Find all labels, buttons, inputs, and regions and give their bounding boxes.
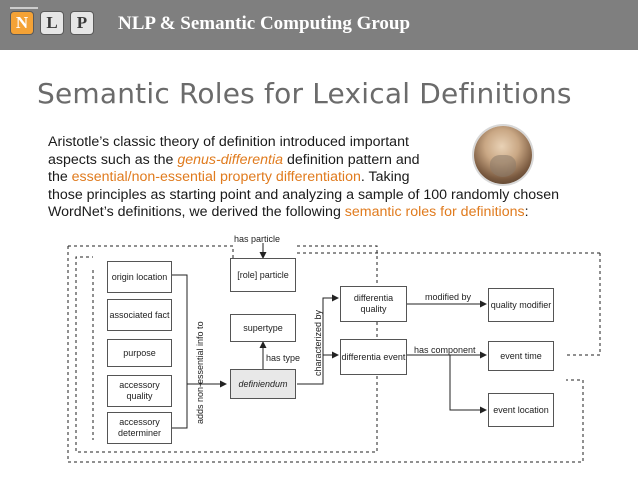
node-origin-location: origin location xyxy=(107,261,172,293)
left-group-bus xyxy=(172,274,188,429)
arrow-to-diff-quality xyxy=(297,294,339,385)
body-text-fragment: the xyxy=(48,169,72,186)
body-line-3: the essential/non-essential property dif… xyxy=(48,169,608,187)
body-text-fragment: aspects such as the xyxy=(48,151,178,168)
edge-label-has-particle: has particle xyxy=(234,234,281,244)
highlight-property-differentiation: essential/non-essential property differe… xyxy=(71,169,361,186)
nlp-logo: N L P xyxy=(10,11,94,37)
logo-decoration xyxy=(10,7,38,9)
node-quality-modifier: quality modifier xyxy=(488,288,554,322)
node-purpose: purpose xyxy=(107,339,172,367)
edge-label-has-component: has component xyxy=(414,345,476,355)
inner-dashed-loop xyxy=(75,245,378,453)
definiendum-label: definiendum xyxy=(238,378,288,389)
node-supertype: supertype xyxy=(230,314,296,342)
outer-dashed-loop xyxy=(67,246,584,463)
logo-letter-p: P xyxy=(70,11,94,35)
body-text-fragment: WordNet’s definitions, we derived the fo… xyxy=(48,204,345,221)
node-event-location: event location xyxy=(488,393,554,427)
edge-label-adds-info: adds non-essential info to xyxy=(195,321,205,424)
node-role-particle: [role] particle xyxy=(230,258,296,292)
logo-letter-l: L xyxy=(40,11,64,35)
slide-body-text: Aristotle’s classic theory of definition… xyxy=(48,134,608,222)
node-differentia-event: differentia event xyxy=(340,339,407,375)
body-text-fragment: . Taking xyxy=(360,169,410,186)
edge-label-has-type: has type xyxy=(266,353,301,363)
right-dashed-link xyxy=(566,253,601,356)
node-definiendum: definiendum xyxy=(230,369,296,399)
highlight-genus-differentia: genus-differentia xyxy=(177,151,284,168)
edge-label-modified-by: modified by xyxy=(425,292,472,302)
group-title: NLP & Semantic Computing Group xyxy=(118,13,411,34)
node-accessory-determiner: accessory determiner xyxy=(107,412,172,444)
body-line-2: aspects such as the genus-differentia de… xyxy=(48,152,608,170)
node-differentia-quality: differentia quality xyxy=(340,286,407,322)
body-text-fragment: : xyxy=(524,204,529,221)
slide-header: N L P NLP & Semantic Computing Group xyxy=(0,0,638,50)
node-associated-fact: associated fact xyxy=(107,299,172,331)
body-line-5: WordNet’s definitions, we derived the fo… xyxy=(48,204,608,222)
portrait-beard-detail xyxy=(490,155,516,177)
logo-letter-n: N xyxy=(10,11,34,35)
node-event-time: event time xyxy=(488,341,554,371)
body-text-fragment: definition pattern and xyxy=(283,151,420,168)
body-line-4: those principles as starting point and a… xyxy=(48,186,560,203)
body-line-1: Aristotle’s classic theory of definition… xyxy=(48,134,409,150)
slide-title: Semantic Roles for Lexical Definitions xyxy=(37,77,572,110)
dashed-to-particle xyxy=(68,245,234,262)
node-accessory-quality: accessory quality xyxy=(107,375,172,407)
edge-label-characterized-by: characterized by xyxy=(313,309,323,376)
highlight-semantic-roles: semantic roles for definitions xyxy=(344,204,525,221)
arrow-to-event-location xyxy=(449,355,487,414)
